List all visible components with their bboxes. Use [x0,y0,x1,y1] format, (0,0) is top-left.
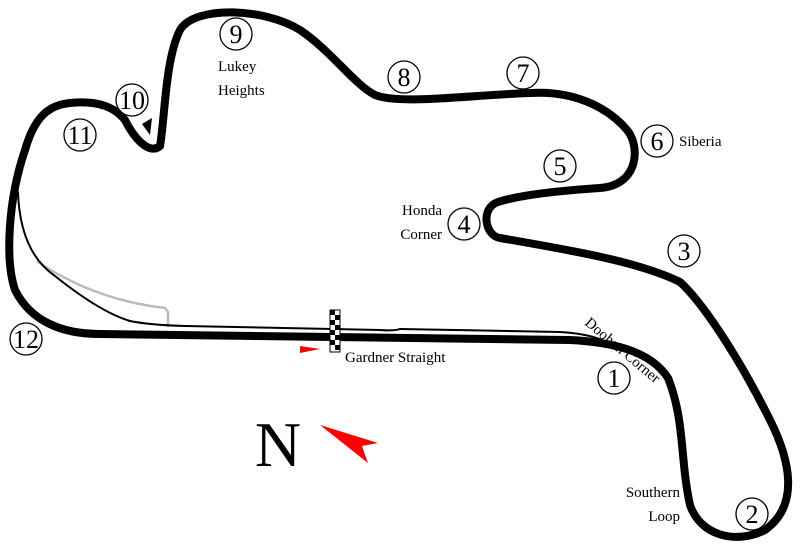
corner-number: 1 [608,364,621,393]
corner-number: 5 [554,152,567,181]
corner-marker-10: 10 [115,83,149,117]
honda-corner-label-line2: Corner [400,227,442,243]
north-arrow-icon [320,425,378,463]
corner-number: 11 [67,121,92,150]
corner-number: 2 [746,500,759,529]
corner-marker-1: 1 [597,361,631,395]
gardner-straight-label: Gardner Straight [345,350,446,366]
corner-marker-9: 9 [219,17,253,51]
corner-number: 9 [230,20,243,49]
corner-marker-8: 8 [387,60,421,94]
corner-marker-5: 5 [543,149,577,183]
direction-arrow-icon [300,346,320,353]
corner-number: 7 [517,59,530,88]
old-pit-lane [36,260,170,328]
corner-marker-6: 6 [640,124,674,158]
corner-number: 8 [398,63,411,92]
corner-marker-3: 3 [667,234,701,268]
corner-marker-7: 7 [506,56,540,90]
corner-marker-12: 12 [9,322,43,356]
checkered-flag-icon [329,309,341,353]
compass-letter: N [255,409,301,480]
corner-number: 12 [13,325,39,354]
corner-number: 10 [119,86,145,115]
lukey-heights-label-line1: Lukey [218,59,257,75]
crest-marker-icon [142,118,152,135]
southern-loop-label-line1: Southern [626,485,681,501]
southern-loop-label-line2: Loop [648,509,680,525]
corner-number: 6 [651,127,664,156]
siberia-label: Siberia [679,134,722,150]
corner-marker-2: 2 [735,497,769,531]
corner-number: 4 [458,210,471,239]
corner-marker-4: 4 [447,207,481,241]
honda-corner-label-line1: Honda [402,203,442,219]
lukey-heights-label-line2: Heights [218,83,265,99]
pit-lane [17,191,613,346]
corner-marker-11: 11 [63,118,97,152]
corner-number: 3 [678,237,691,266]
main-track [5,8,793,541]
